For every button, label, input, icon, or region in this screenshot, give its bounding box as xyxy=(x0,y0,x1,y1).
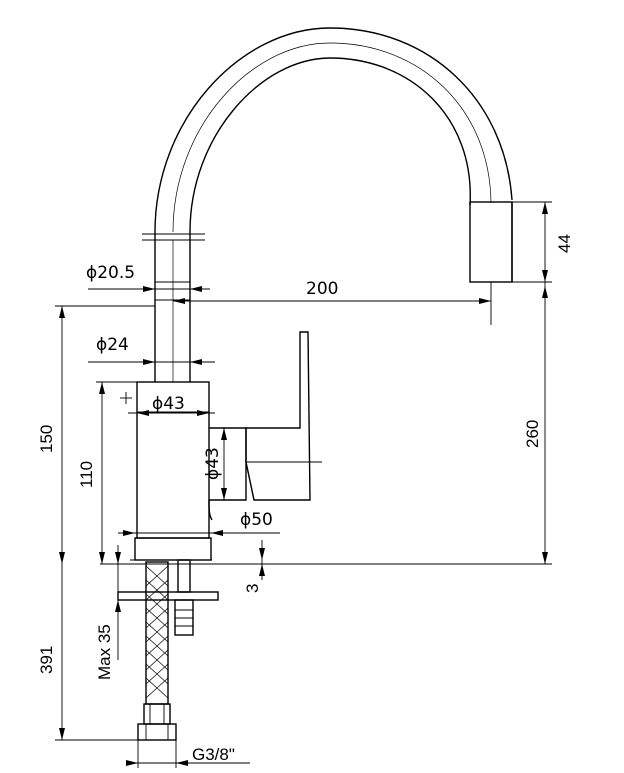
dim-44: 44 xyxy=(555,234,574,253)
spout xyxy=(142,27,513,382)
dimension-lines xyxy=(55,201,552,768)
dim-d43-side: ϕ43 xyxy=(203,447,223,480)
lever-handle xyxy=(245,331,322,501)
dim-thread: G3/8" xyxy=(192,745,235,764)
dim-391: 391 xyxy=(37,646,56,674)
dim-d43-top: ϕ43 xyxy=(152,394,185,414)
dim-max35: Max 35 xyxy=(95,624,114,680)
dim-3: 3 xyxy=(243,584,262,593)
dim-150: 150 xyxy=(37,425,56,453)
dim-d20-5: ϕ20.5 xyxy=(86,263,135,283)
dim-110: 110 xyxy=(77,461,96,488)
below-deck-fittings xyxy=(117,559,219,741)
dimension-labels: ϕ20.5 200 44 ϕ24 ϕ43 ϕ43 ϕ50 150 110 260… xyxy=(37,234,574,764)
dim-d24: ϕ24 xyxy=(96,335,129,355)
dim-d50: ϕ50 xyxy=(240,510,273,530)
dim-200: 200 xyxy=(306,279,338,299)
dim-260: 260 xyxy=(523,420,542,448)
